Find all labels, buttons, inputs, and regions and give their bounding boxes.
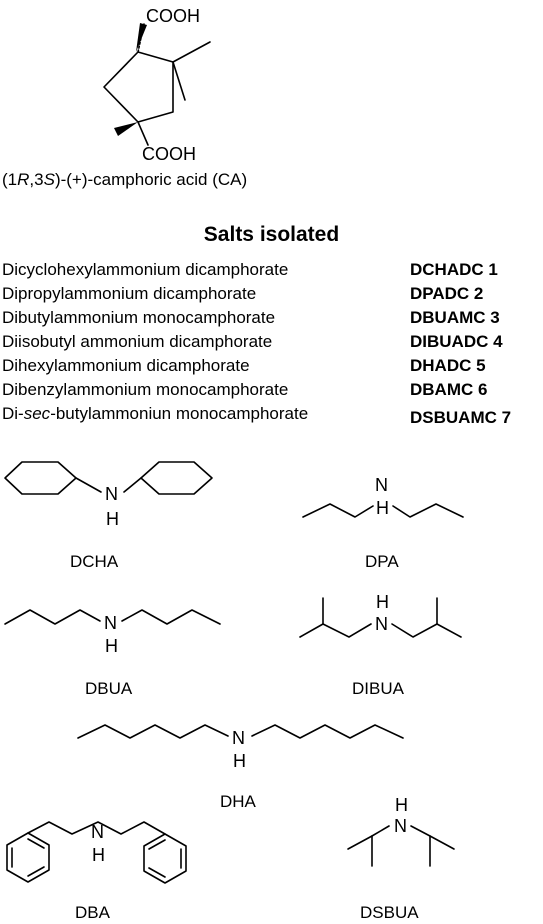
dba-n: N [91, 822, 104, 842]
salt-code-6: DBAMC 6 [410, 380, 488, 399]
dha-h: H [233, 751, 246, 771]
salt-name-3: Dibutylammonium monocamphorate [2, 308, 276, 327]
salt-name-5: Dihexylammonium dicamphorate [2, 356, 250, 375]
dbua-structure: N H DBUA [4, 609, 221, 698]
dha-structure: N H DHA [77, 724, 404, 811]
dbua-n: N [104, 613, 117, 633]
salt-name-2: Dipropylammonium dicamphorate [2, 284, 257, 303]
wedge-bond-methyl [114, 122, 138, 136]
salt-code-3: DBUAMC 3 [410, 308, 500, 327]
salt-name-7: Di-sec-butylammoniun monocamphorate [2, 404, 309, 423]
dibua-h: H [376, 592, 389, 612]
benzene-ring-left [6, 832, 50, 883]
dpa-n: N [375, 475, 388, 495]
dha-n: N [232, 728, 245, 748]
salt-code-2: DPADC 2 [410, 284, 484, 303]
dcha-n: N [105, 484, 118, 504]
dpa-h: H [376, 498, 389, 518]
cyclopentane-ring [103, 51, 174, 123]
dsbua-n: N [394, 816, 407, 836]
camphoric-acid-caption: (1R,3S)-(+)-camphoric acid (CA) [2, 170, 248, 189]
dibua-structure: N H DIBUA [299, 592, 462, 698]
cyclohexyl-ring-right [140, 461, 213, 495]
camphoric-acid-structure: COOH COOH [103, 6, 211, 164]
salts-heading: Salts isolated [203, 223, 340, 246]
dsbua-structure: N H DSBUA [347, 795, 455, 922]
salt-code-5: DHADC 5 [410, 356, 486, 375]
cooh-top-label: COOH [146, 6, 200, 26]
label-dba: DBA [75, 903, 111, 922]
cyclohexyl-ring-left [4, 461, 77, 495]
salt-code-7: DSBUAMC 7 [410, 408, 512, 427]
label-dha: DHA [220, 792, 257, 811]
dba-h: H [92, 845, 105, 865]
salt-code-1: DCHADC 1 [410, 260, 498, 279]
label-dpa: DPA [365, 552, 399, 571]
cooh-bottom-label: COOH [142, 144, 196, 164]
dibua-n: N [375, 614, 388, 634]
label-dcha: DCHA [70, 552, 119, 571]
dcha-structure: N H DCHA [4, 461, 213, 571]
label-dbua: DBUA [85, 679, 133, 698]
benzene-ring-right [143, 833, 187, 884]
salt-name-1: Dicyclohexylammonium dicamphorate [2, 260, 289, 279]
dcha-h: H [106, 509, 119, 529]
dba-structure: N H DBA [6, 821, 187, 922]
dbua-h: H [105, 636, 118, 656]
dpa-structure: N H DPA [302, 475, 464, 571]
dsbua-h: H [395, 795, 408, 815]
salt-name-6: Dibenzylammonium monocamphorate [2, 380, 289, 399]
salt-name-4: Diisobutyl ammonium dicamphorate [2, 332, 273, 351]
salt-code-4: DIBUADC 4 [410, 332, 503, 351]
label-dsbua: DSBUA [360, 903, 419, 922]
hashed-bond-top [136, 23, 147, 52]
label-dibua: DIBUA [352, 679, 405, 698]
